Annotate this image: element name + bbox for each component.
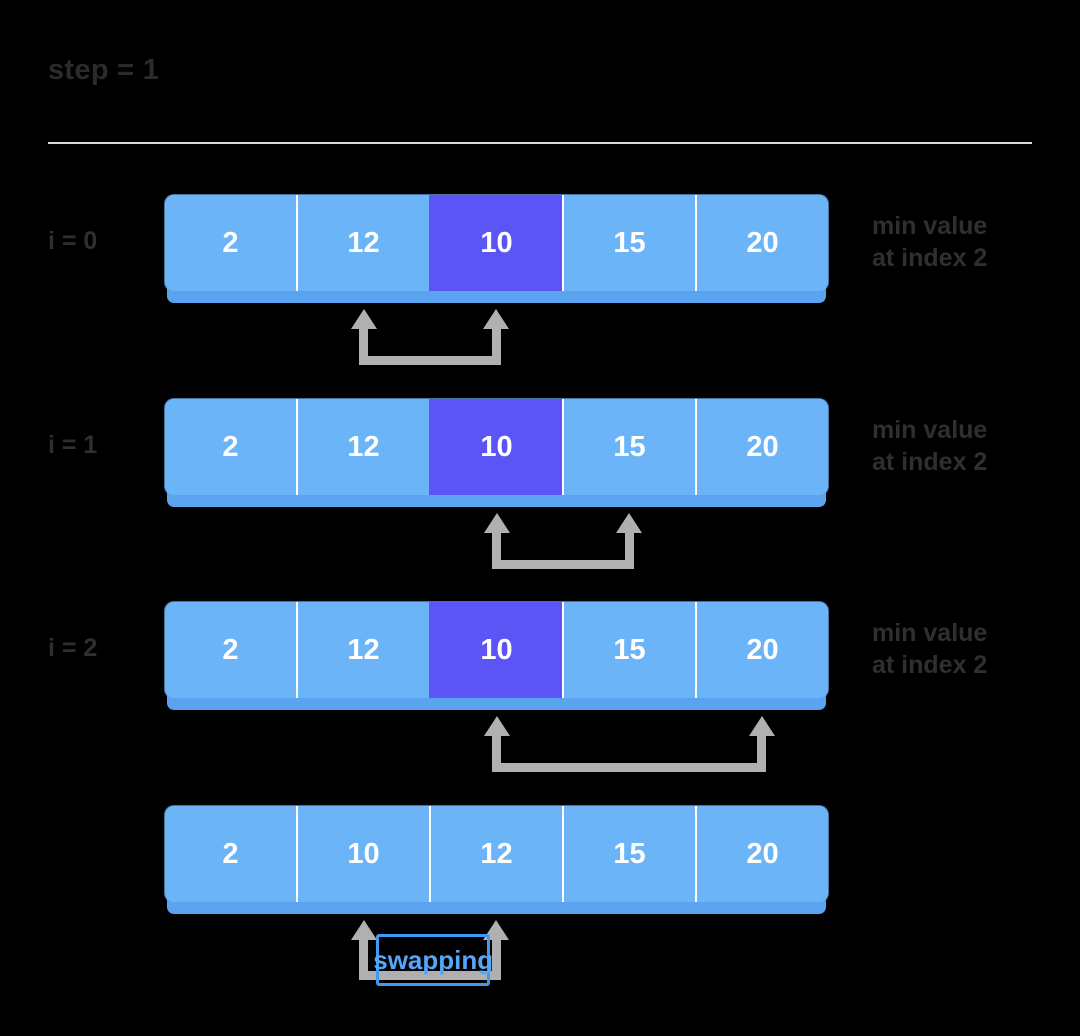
connector-arrowhead-icon <box>483 309 510 329</box>
array-cell[interactable]: 20 <box>695 602 828 698</box>
connector-bar <box>492 560 634 569</box>
comparison-connector <box>350 309 511 365</box>
comparison-connector <box>483 513 644 569</box>
row-index-label: i = 1 <box>48 431 98 459</box>
connector-stem <box>624 531 634 569</box>
connector-bar <box>492 763 767 772</box>
row-index-label: i = 2 <box>48 634 98 662</box>
array-cell-highlighted[interactable]: 10 <box>429 195 562 291</box>
array-cell[interactable]: 15 <box>562 195 695 291</box>
connector-stem <box>491 938 501 980</box>
connector-arrowhead-icon <box>483 716 510 736</box>
connector-arrowhead-icon <box>748 716 775 736</box>
array-cell[interactable]: 12 <box>429 806 562 902</box>
array-cell-highlighted[interactable]: 10 <box>429 602 562 698</box>
array-cell[interactable]: 15 <box>562 602 695 698</box>
array-cell[interactable]: 20 <box>695 399 828 495</box>
connector-arrowhead-icon <box>483 513 510 533</box>
min-value-note: min value at index 2 <box>872 212 988 272</box>
array-cell[interactable]: 15 <box>562 806 695 902</box>
array-cell[interactable]: 15 <box>562 399 695 495</box>
connector-stem <box>491 327 501 365</box>
array-cell[interactable]: 20 <box>695 195 828 291</box>
min-value-note: min value at index 2 <box>872 416 988 476</box>
array-cell[interactable]: 12 <box>296 195 429 291</box>
array-cell[interactable]: 20 <box>695 806 828 902</box>
connector-arrowhead-icon <box>616 513 643 533</box>
array-cell-highlighted[interactable]: 10 <box>429 399 562 495</box>
connector-stem <box>757 734 767 772</box>
connector-stem <box>492 734 501 772</box>
row-index-label: i = 0 <box>48 227 98 255</box>
connector-arrowhead-icon <box>350 309 377 329</box>
swapping-callout: swapping <box>373 934 493 986</box>
header-divider <box>48 142 1032 144</box>
connector-stem <box>359 938 369 980</box>
array-cell[interactable]: 2 <box>165 602 296 698</box>
step-title: step = 1 <box>48 54 160 86</box>
connector-stem <box>359 327 369 365</box>
connector-bar <box>359 356 501 365</box>
array-cell[interactable]: 12 <box>296 602 429 698</box>
array-cell[interactable]: 2 <box>165 806 296 902</box>
array-cell[interactable]: 10 <box>296 806 429 902</box>
array-cell[interactable]: 12 <box>296 399 429 495</box>
array-cell[interactable]: 2 <box>165 195 296 291</box>
connector-arrowhead-icon <box>350 920 377 940</box>
comparison-connector <box>483 716 776 772</box>
array-cell[interactable]: 2 <box>165 399 296 495</box>
min-value-note: min value at index 2 <box>872 619 988 679</box>
connector-stem <box>492 531 501 569</box>
